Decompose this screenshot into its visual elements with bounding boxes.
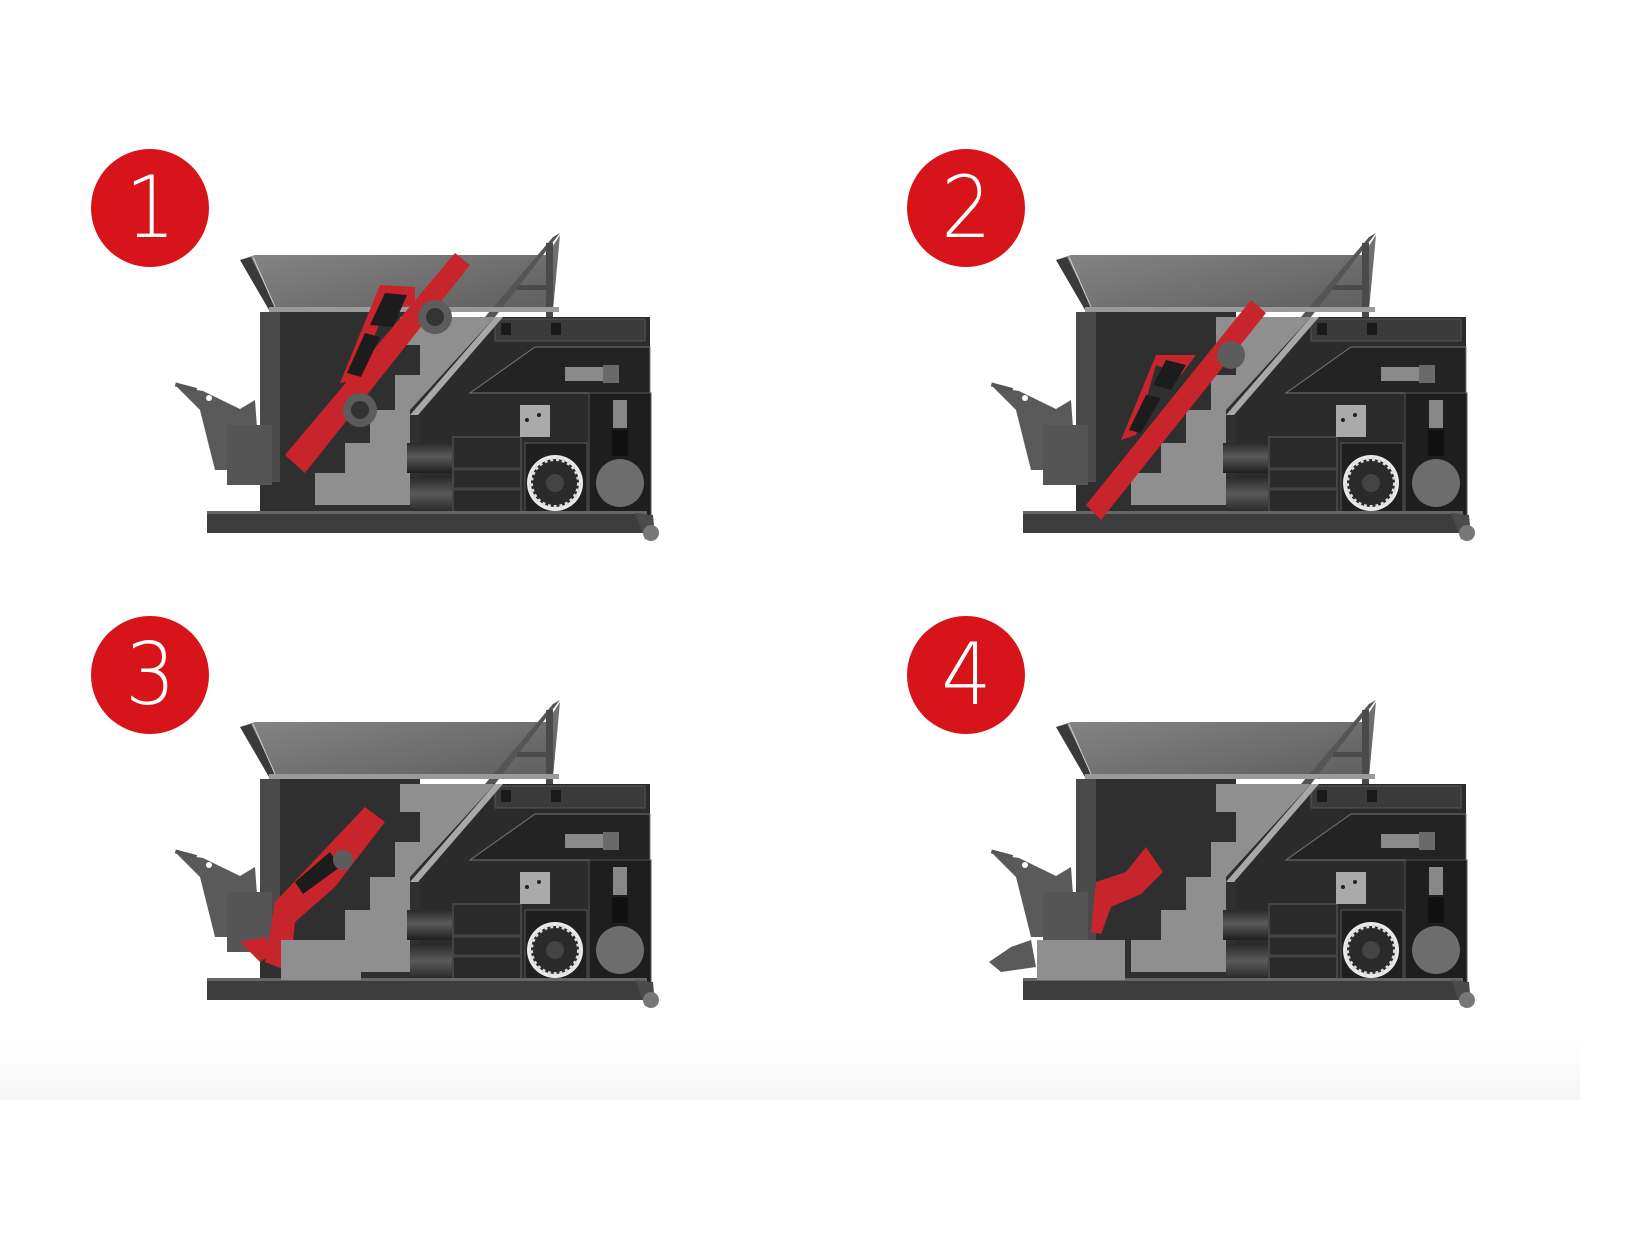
step-number: 1 [124, 158, 176, 258]
step-number: 4 [940, 625, 992, 725]
car-icon [285, 253, 470, 473]
baler-machine [175, 700, 659, 1008]
step-panel-1 [165, 215, 685, 545]
baler-machine [175, 233, 659, 541]
step-panel-2 [981, 215, 1501, 545]
ejected-bale [989, 940, 1036, 972]
step-badge-4: 4 [907, 616, 1025, 734]
car-icon [240, 807, 385, 980]
step-badge-1: 1 [91, 149, 209, 267]
step-panel-3 [165, 682, 685, 1012]
bale-outlet [1037, 940, 1125, 980]
step-number: 2 [940, 158, 992, 258]
step-badge-3: 3 [91, 616, 209, 734]
car-icon [989, 847, 1163, 980]
step-panel-4 [981, 682, 1501, 1012]
step-number: 3 [124, 625, 176, 725]
step-badge-2: 2 [907, 149, 1025, 267]
car-icon [1086, 300, 1266, 520]
bottom-fade-band [0, 1040, 1580, 1100]
baler-machine [991, 233, 1475, 541]
